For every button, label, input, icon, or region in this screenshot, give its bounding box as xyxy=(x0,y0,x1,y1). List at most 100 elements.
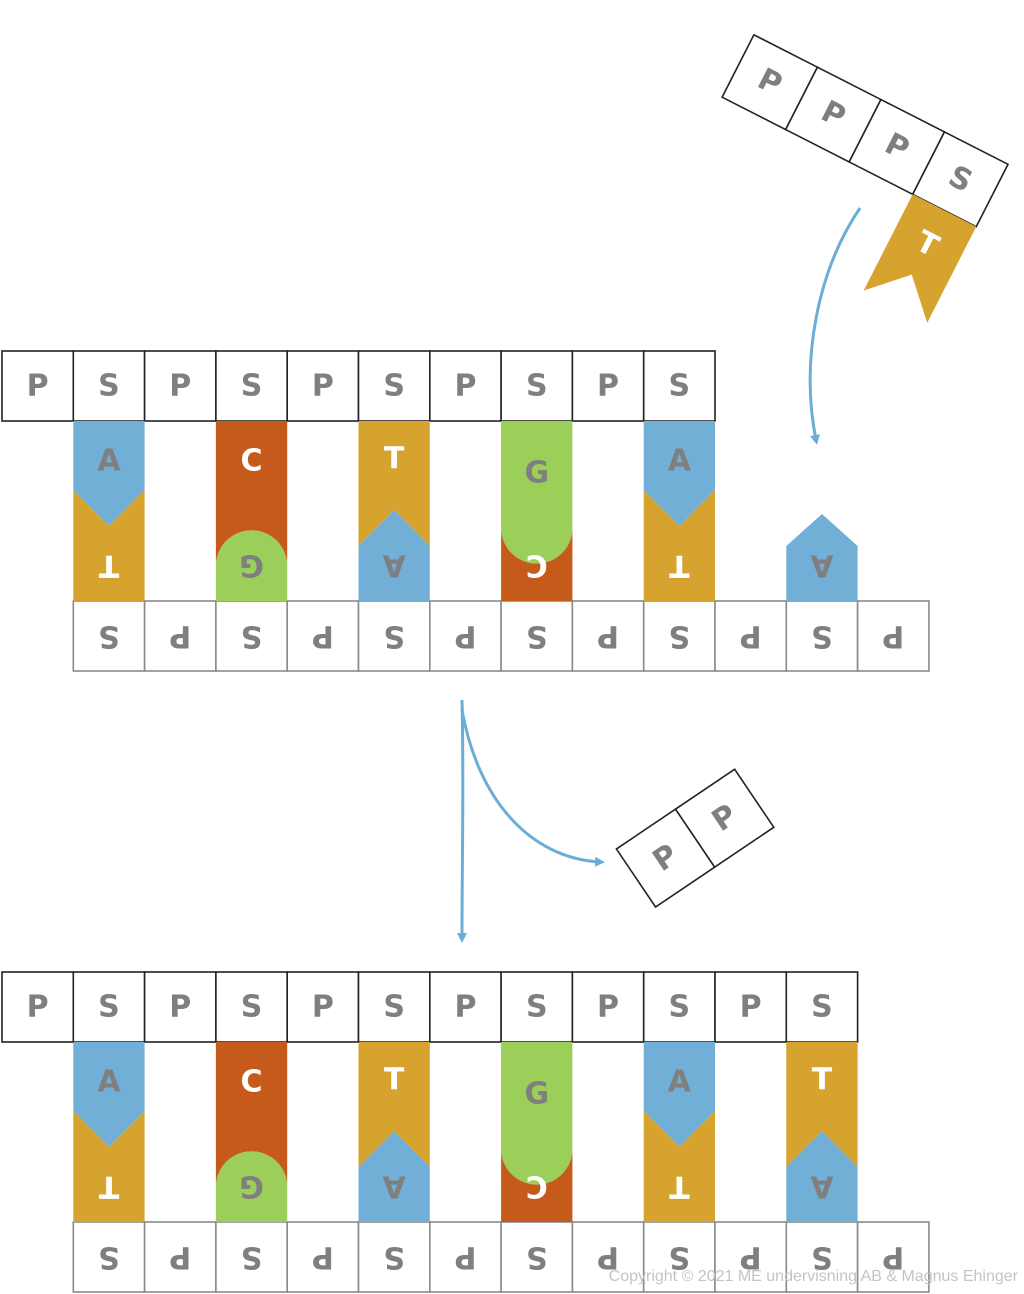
new-strand-base-adenine: A xyxy=(73,1042,145,1147)
new-strand-phosphate-block: P xyxy=(1,971,75,1043)
base-label: A xyxy=(382,548,406,583)
template-strand-sugar-block: S xyxy=(642,1221,716,1293)
template-base-thymine: T xyxy=(643,490,715,601)
incoming-phosphate-block: P xyxy=(721,33,819,131)
template-strand-sugar-block: S xyxy=(215,1221,288,1293)
base-label: T xyxy=(669,1169,690,1204)
new-strand-sugar-block: S xyxy=(357,971,431,1043)
new-strand-sugar-block: S xyxy=(500,971,574,1043)
template-base-cytosine: C xyxy=(501,1149,573,1222)
new-strand-phosphate-block: P xyxy=(286,971,360,1043)
base-label: T xyxy=(384,1063,405,1098)
template-strand-block-label: P xyxy=(312,1240,334,1275)
base-label: A xyxy=(668,444,692,479)
new-strand-phosphate-block: P xyxy=(143,971,217,1043)
template-strand-block-label: P xyxy=(597,1240,619,1275)
base-label: A xyxy=(382,1169,406,1204)
template-strand-phosphate-block: P xyxy=(286,600,360,672)
new-strand-block-label: S xyxy=(98,369,120,404)
base-label: C xyxy=(526,548,548,583)
new-strand-block-label: S xyxy=(811,990,833,1025)
new-strand-block-label: P xyxy=(312,990,334,1025)
pyrophosphate-block: P xyxy=(615,808,716,909)
new-strand-base-thymine: T xyxy=(786,1042,858,1167)
new-strand-base-thymine: T xyxy=(358,421,430,546)
base-label: T xyxy=(98,1169,119,1204)
new-strand-block-label: P xyxy=(312,369,334,404)
template-strand-phosphate-block: P xyxy=(571,1221,645,1293)
base-label: G xyxy=(239,1169,264,1204)
reaction-arrows xyxy=(457,207,862,943)
template-strand-phosphate-block: P xyxy=(143,600,217,672)
template-strand-block-label: P xyxy=(882,619,904,654)
template-strand-phosphate-block: P xyxy=(428,1221,502,1293)
base-label: A xyxy=(97,444,121,479)
new-strand-phosphate-block: P xyxy=(714,971,788,1043)
new-strand-phosphate-block: P xyxy=(1,350,75,422)
template-base-adenine: A xyxy=(786,1131,858,1222)
template-strand-block-label: P xyxy=(454,619,476,654)
template-strand-sugar-block: S xyxy=(215,600,288,672)
template-base-cytosine: C xyxy=(501,528,573,601)
template-strand-sugar-block: S xyxy=(72,600,146,672)
new-strand-phosphate-block: P xyxy=(286,350,360,422)
down-arrow xyxy=(457,699,468,943)
base-label: G xyxy=(524,456,549,491)
released-pyrophosphate: PP xyxy=(615,768,775,909)
template-strand-sugar-block: S xyxy=(785,1221,859,1293)
template-base-guanine: G xyxy=(215,530,288,601)
new-strand-sugar-block: S xyxy=(357,350,431,422)
pyrophosphate-block: P xyxy=(674,768,775,869)
release-arrow xyxy=(460,709,605,867)
new-strand-phosphate-block: P xyxy=(428,971,502,1043)
new-strand-sugar-block: S xyxy=(215,971,288,1043)
new-strand-phosphate-block: P xyxy=(428,350,502,422)
base-label: T xyxy=(384,442,405,477)
new-strand-block-label: S xyxy=(98,990,120,1025)
template-base-adenine: A xyxy=(786,514,858,601)
template-strand-block-label: S xyxy=(669,1240,691,1275)
new-strand-block-label: S xyxy=(526,369,548,404)
template-strand-phosphate-block: P xyxy=(856,1221,930,1293)
template-strand-block-label: P xyxy=(740,1240,762,1275)
base-label: A xyxy=(668,1065,692,1100)
base-label: C xyxy=(241,444,263,479)
incoming-arrow xyxy=(808,207,862,445)
template-base-adenine: A xyxy=(358,1131,430,1222)
new-strand-block-label: S xyxy=(383,369,405,404)
new-strand-block-label: S xyxy=(669,990,691,1025)
new-strand-sugar-block: S xyxy=(642,971,716,1043)
template-strand-block-label: S xyxy=(383,1240,405,1275)
template-strand-block-label: S xyxy=(669,619,691,654)
template-strand-block-label: S xyxy=(811,619,833,654)
new-strand-sugar-block: S xyxy=(72,971,146,1043)
base-label: A xyxy=(810,548,834,583)
base-label: A xyxy=(810,1169,834,1204)
template-base-thymine: T xyxy=(73,1111,145,1222)
new-strand-block-label: S xyxy=(526,990,548,1025)
new-strand-block-label: P xyxy=(169,990,191,1025)
base-label: C xyxy=(241,1065,263,1100)
new-strand-base-guanine: G xyxy=(501,421,573,564)
template-strand-block-label: S xyxy=(526,619,548,654)
base-label: T xyxy=(812,1063,833,1098)
template-strand-block-label: P xyxy=(169,1240,191,1275)
new-strand-base-cytosine: C xyxy=(215,1042,288,1187)
template-strand-block-label: P xyxy=(882,1240,904,1275)
new-strand-block-label: P xyxy=(27,369,49,404)
template-strand-block-label: P xyxy=(740,619,762,654)
new-strand-base-cytosine: C xyxy=(215,421,288,566)
new-strand-phosphate-block: P xyxy=(143,350,217,422)
new-strand-base-adenine: A xyxy=(73,421,145,526)
incoming-base-thymine: T xyxy=(863,194,977,323)
new-strand-base-adenine: A xyxy=(643,1042,715,1147)
base-label: T xyxy=(669,548,690,583)
template-strand-block-label: S xyxy=(383,619,405,654)
template-strand-phosphate-block: P xyxy=(571,600,645,672)
template-strand-phosphate-block: P xyxy=(856,600,930,672)
template-strand-sugar-block: S xyxy=(642,600,716,672)
template-strand-sugar-block: S xyxy=(785,600,859,672)
